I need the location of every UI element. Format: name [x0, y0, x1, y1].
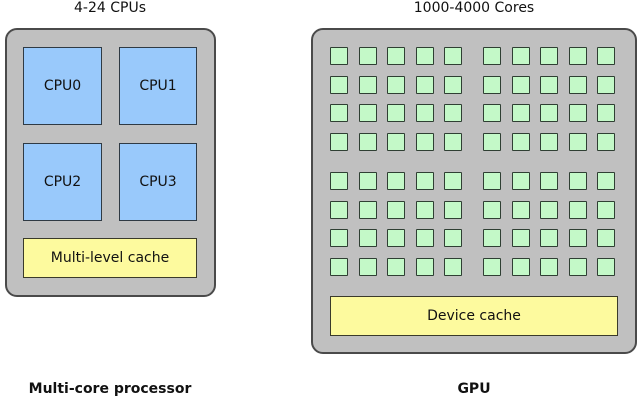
gpu-core	[415, 132, 434, 151]
gpu-core	[597, 104, 615, 122]
gpu-core	[483, 257, 501, 276]
gpu-core	[483, 132, 501, 151]
gpu-core	[387, 104, 405, 122]
gpu-core	[511, 75, 530, 94]
gpu-core	[597, 47, 615, 65]
gpu-core	[330, 200, 348, 219]
gpu-core	[483, 75, 501, 94]
gpu-core	[483, 104, 501, 122]
gpu-core	[358, 104, 377, 122]
gpu-core	[330, 229, 348, 247]
gpu-core	[415, 172, 434, 190]
gpu-core	[387, 172, 405, 190]
gpu-core	[358, 229, 377, 247]
gpu-core	[483, 229, 501, 247]
gpu-core	[444, 200, 462, 219]
gpu-core	[444, 257, 462, 276]
cpu-core-1: CPU1	[119, 47, 197, 125]
gpu-core	[387, 132, 405, 151]
gpu-diagram-title: GPU	[457, 381, 491, 397]
gpu-core	[568, 47, 587, 65]
gpu-core	[540, 257, 558, 276]
gpu-core	[483, 200, 501, 219]
gpu-core	[568, 172, 587, 190]
gpu-core-count-label: 1000-4000 Cores	[413, 0, 535, 16]
gpu-core	[597, 172, 615, 190]
gpu-core	[415, 104, 434, 122]
gpu-core	[568, 229, 587, 247]
cpu-core-2: CPU2	[23, 143, 102, 221]
gpu-core	[444, 75, 462, 94]
gpu-core	[330, 75, 348, 94]
gpu-core	[387, 200, 405, 219]
gpu-core	[444, 172, 462, 190]
gpu-core	[415, 200, 434, 219]
multi-level-cache: Multi-level cache	[23, 238, 197, 278]
gpu-core	[540, 132, 558, 151]
gpu-core	[511, 257, 530, 276]
gpu-core	[358, 47, 377, 65]
gpu-core	[415, 229, 434, 247]
gpu-core	[387, 47, 405, 65]
gpu-core	[330, 104, 348, 122]
gpu-core	[415, 257, 434, 276]
gpu-core	[540, 47, 558, 65]
gpu-core	[568, 257, 587, 276]
gpu-core	[597, 132, 615, 151]
gpu-core	[540, 104, 558, 122]
cpu-count-label: 4-24 CPUs	[74, 0, 146, 16]
gpu-core	[540, 172, 558, 190]
cpu-core-3: CPU3	[119, 143, 197, 221]
gpu-core	[511, 172, 530, 190]
gpu-core	[540, 200, 558, 219]
gpu-core	[444, 229, 462, 247]
gpu-core	[358, 132, 377, 151]
gpu-core	[540, 229, 558, 247]
gpu-core	[568, 104, 587, 122]
gpu-core	[597, 200, 615, 219]
gpu-core	[511, 229, 530, 247]
gpu-core	[387, 229, 405, 247]
gpu-core	[597, 229, 615, 247]
gpu-core	[511, 132, 530, 151]
gpu-core	[415, 75, 434, 94]
gpu-core	[568, 75, 587, 94]
gpu-core	[358, 75, 377, 94]
gpu-core	[597, 257, 615, 276]
gpu-core	[597, 75, 615, 94]
gpu-core	[568, 132, 587, 151]
gpu-core	[444, 47, 462, 65]
gpu-core	[483, 47, 501, 65]
gpu-core	[511, 104, 530, 122]
gpu-core	[330, 172, 348, 190]
gpu-core	[358, 257, 377, 276]
gpu-core	[540, 75, 558, 94]
gpu-core	[358, 172, 377, 190]
gpu-core	[568, 200, 587, 219]
gpu-core	[387, 75, 405, 94]
device-cache: Device cache	[330, 296, 618, 336]
gpu-core	[483, 172, 501, 190]
gpu-core	[415, 47, 434, 65]
gpu-core	[330, 47, 348, 65]
cpu-diagram-title: Multi-core processor	[28, 381, 192, 397]
gpu-core	[330, 257, 348, 276]
gpu-core	[511, 200, 530, 219]
gpu-core	[387, 257, 405, 276]
gpu-core	[444, 132, 462, 151]
gpu-core	[358, 200, 377, 219]
gpu-core	[330, 132, 348, 151]
gpu-core	[511, 47, 530, 65]
gpu-core	[444, 104, 462, 122]
cpu-core-0: CPU0	[23, 47, 102, 125]
